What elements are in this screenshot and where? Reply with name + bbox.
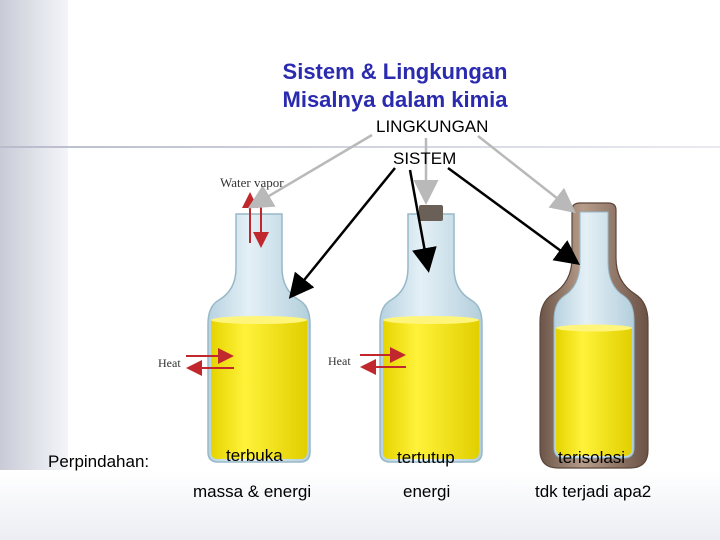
water-vapor-label: Water vapor <box>220 175 284 190</box>
transfer-isolated: tdk terjadi apa2 <box>535 482 652 501</box>
transfer-open: massa & energi <box>193 482 312 501</box>
title-line-1: Sistem & Lingkungan <box>282 59 508 84</box>
perpindahan-label: Perpindahan: <box>48 452 150 471</box>
sistem-arrows <box>288 166 581 299</box>
lingkungan-label: LINGKUNGAN <box>376 117 489 136</box>
transfer-closed: energi <box>403 482 451 501</box>
heat-arrows-closed <box>360 347 406 375</box>
column-type-open: terbuka <box>226 446 283 465</box>
heat-label-left: Heat <box>158 356 181 370</box>
column-type-isolated: terisolasi <box>558 448 626 467</box>
isolated-bottle <box>539 202 649 469</box>
bottle-stopper <box>419 205 443 221</box>
slide-left-gradient <box>0 0 68 540</box>
column-type-closed: tertutup <box>397 448 455 467</box>
title-line-2: Misalnya dalam kimia <box>282 87 508 112</box>
closed-bottle <box>379 205 483 463</box>
sistem-label: SISTEM <box>393 149 457 168</box>
open-bottle <box>207 213 311 463</box>
slide-bottom-gradient <box>0 470 720 540</box>
slide-divider-line <box>0 146 720 148</box>
heat-arrows-open <box>186 348 234 376</box>
lingkungan-arrows <box>247 133 576 214</box>
slide-title: Sistem & Lingkungan Misalnya dalam kimia <box>200 58 590 114</box>
heat-label-middle: Heat <box>328 354 351 368</box>
